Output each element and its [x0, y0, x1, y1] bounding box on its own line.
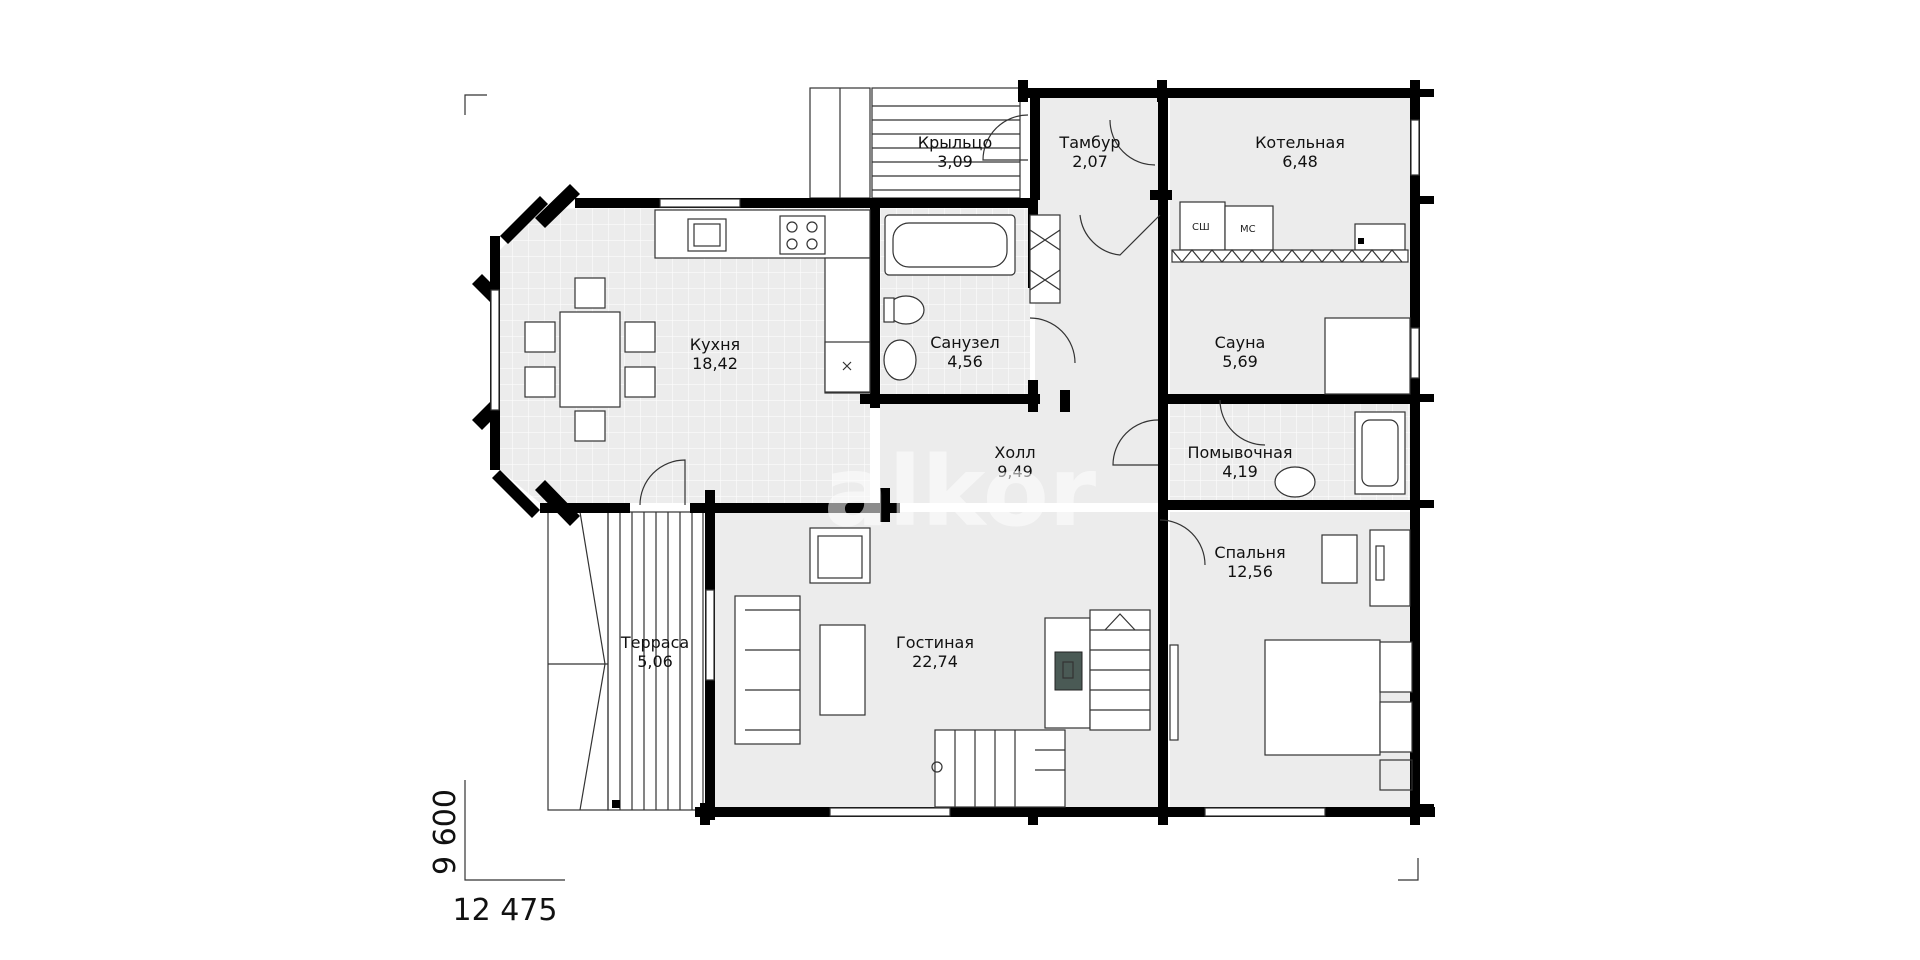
doors: [639, 114, 1266, 566]
living-area: 22,74: [912, 652, 958, 671]
hall-name: Холл: [994, 443, 1035, 462]
sauna-area: 5,69: [1222, 352, 1258, 371]
dishwasher-label: СШ: [1192, 222, 1210, 233]
terrace-area: 5,06: [637, 652, 673, 671]
living-name: Гостиная: [896, 633, 974, 652]
windows: [490, 119, 1420, 817]
sauna-fixtures: [1274, 317, 1411, 498]
kitchen-furniture: [524, 209, 871, 442]
bathroom-area: 4,56: [947, 352, 983, 371]
bedroom-name: Спальня: [1214, 543, 1285, 562]
kitchen-area: 18,42: [692, 354, 738, 373]
boiler-name: Котельная: [1255, 133, 1345, 152]
hall-area: 9,49: [997, 462, 1033, 481]
washroom-area: 4,19: [1222, 462, 1258, 481]
room-labels: Крыльцо 3,09 Тамбур 2,07 Котельная 6,48 …: [620, 133, 1345, 671]
dimensions: 12 475 9 600: [428, 94, 1419, 928]
height-dimension: 9 600: [428, 789, 463, 875]
boiler-area: 6,48: [1282, 152, 1318, 171]
width-dimension: 12 475: [453, 893, 558, 928]
sauna-name: Сауна: [1215, 333, 1266, 352]
porch-area: 3,09: [937, 152, 973, 171]
living-furniture: [734, 527, 1151, 808]
bathroom-name: Санузел: [930, 333, 999, 352]
watermark: alkor: [824, 436, 1097, 548]
vestibule-name: Тамбур: [1058, 133, 1120, 152]
bathroom-fixtures: [883, 214, 1061, 381]
washroom-name: Помывочная: [1187, 443, 1292, 462]
washer-label: МС: [1240, 224, 1256, 235]
boiler-equipment: СШ МС: [1171, 201, 1409, 263]
bedroom-area: 12,56: [1227, 562, 1273, 581]
kitchen-name: Кухня: [690, 335, 740, 354]
porch-name: Крыльцо: [918, 133, 992, 152]
terrace: [547, 511, 704, 811]
bedroom-furniture: [1264, 529, 1413, 791]
vestibule-area: 2,07: [1072, 152, 1108, 171]
terrace-name: Терраса: [620, 633, 689, 652]
